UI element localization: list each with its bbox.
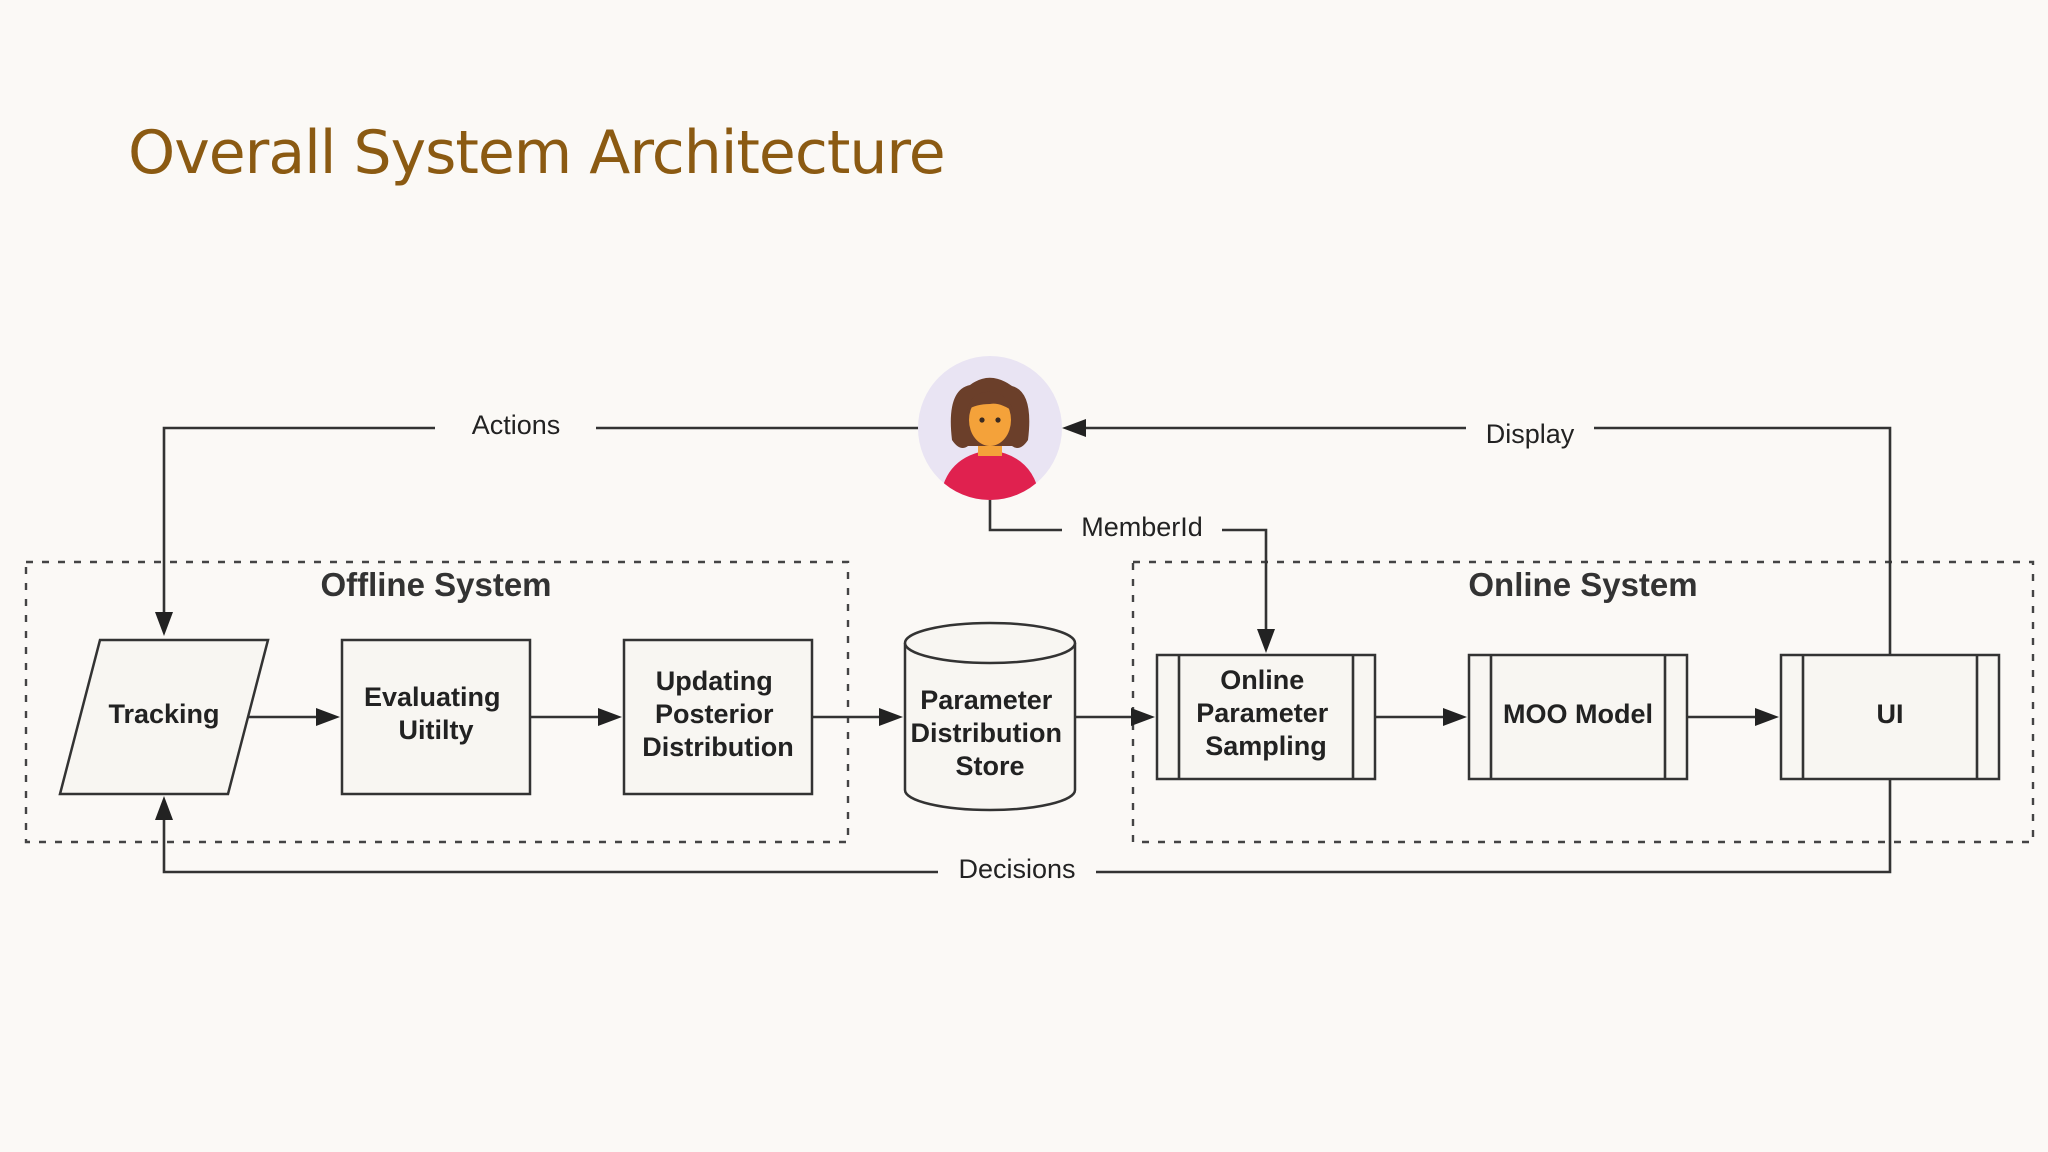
flow-arrow-tracking-to-evaluating (248, 708, 340, 726)
flow-arrow-store-to-sampling (1075, 708, 1155, 726)
member-id-label: MemberId (1081, 512, 1203, 542)
flow-arrow-moo-to-ui (1687, 708, 1779, 726)
offline-system-group (24, 560, 850, 844)
tracking-node-label: Tracking (108, 699, 219, 729)
tracking-node: Tracking (58, 638, 270, 796)
decisions-label: Decisions (958, 854, 1075, 884)
decisions-edge (155, 779, 1892, 874)
updating-posterior-node: Updating Posterior Distribution (622, 638, 814, 796)
flow-arrow-sampling-to-moo (1375, 708, 1467, 726)
display-edge (1062, 419, 1892, 655)
offline-system-label: Offline System (320, 566, 551, 603)
actions-edge (155, 426, 922, 636)
ui-node-label: UI (1877, 699, 1904, 729)
ui-node: UI (1779, 653, 2001, 781)
online-system-group (1131, 560, 2035, 844)
online-sampling-node: Online Parameter Sampling (1155, 653, 1377, 781)
updating-posterior-node-label: Updating Posterior Distribution (642, 666, 793, 762)
slide-title: Overall System Architecture (128, 118, 946, 188)
evaluating-utility-node: Evaluating Uitilty (340, 638, 532, 796)
member-id-edge (988, 500, 1275, 653)
online-system-label: Online System (1468, 566, 1697, 603)
actions-label: Actions (472, 410, 561, 440)
parameter-store-node: Parameter Distribution Store (903, 621, 1077, 812)
moo-model-node: MOO Model (1467, 653, 1689, 781)
evaluating-utility-node-label: Evaluating Uitilty (364, 682, 508, 745)
display-label: Display (1486, 419, 1575, 449)
user-avatar-icon (918, 356, 1062, 500)
online-sampling-node-label: Online Parameter Sampling (1196, 665, 1336, 761)
moo-model-node-label: MOO Model (1503, 699, 1653, 729)
flow-arrow-updating-to-store (812, 708, 903, 726)
parameter-store-node-label: Parameter Distribution Store (911, 685, 1070, 781)
flow-arrow-evaluating-to-updating (530, 708, 622, 726)
